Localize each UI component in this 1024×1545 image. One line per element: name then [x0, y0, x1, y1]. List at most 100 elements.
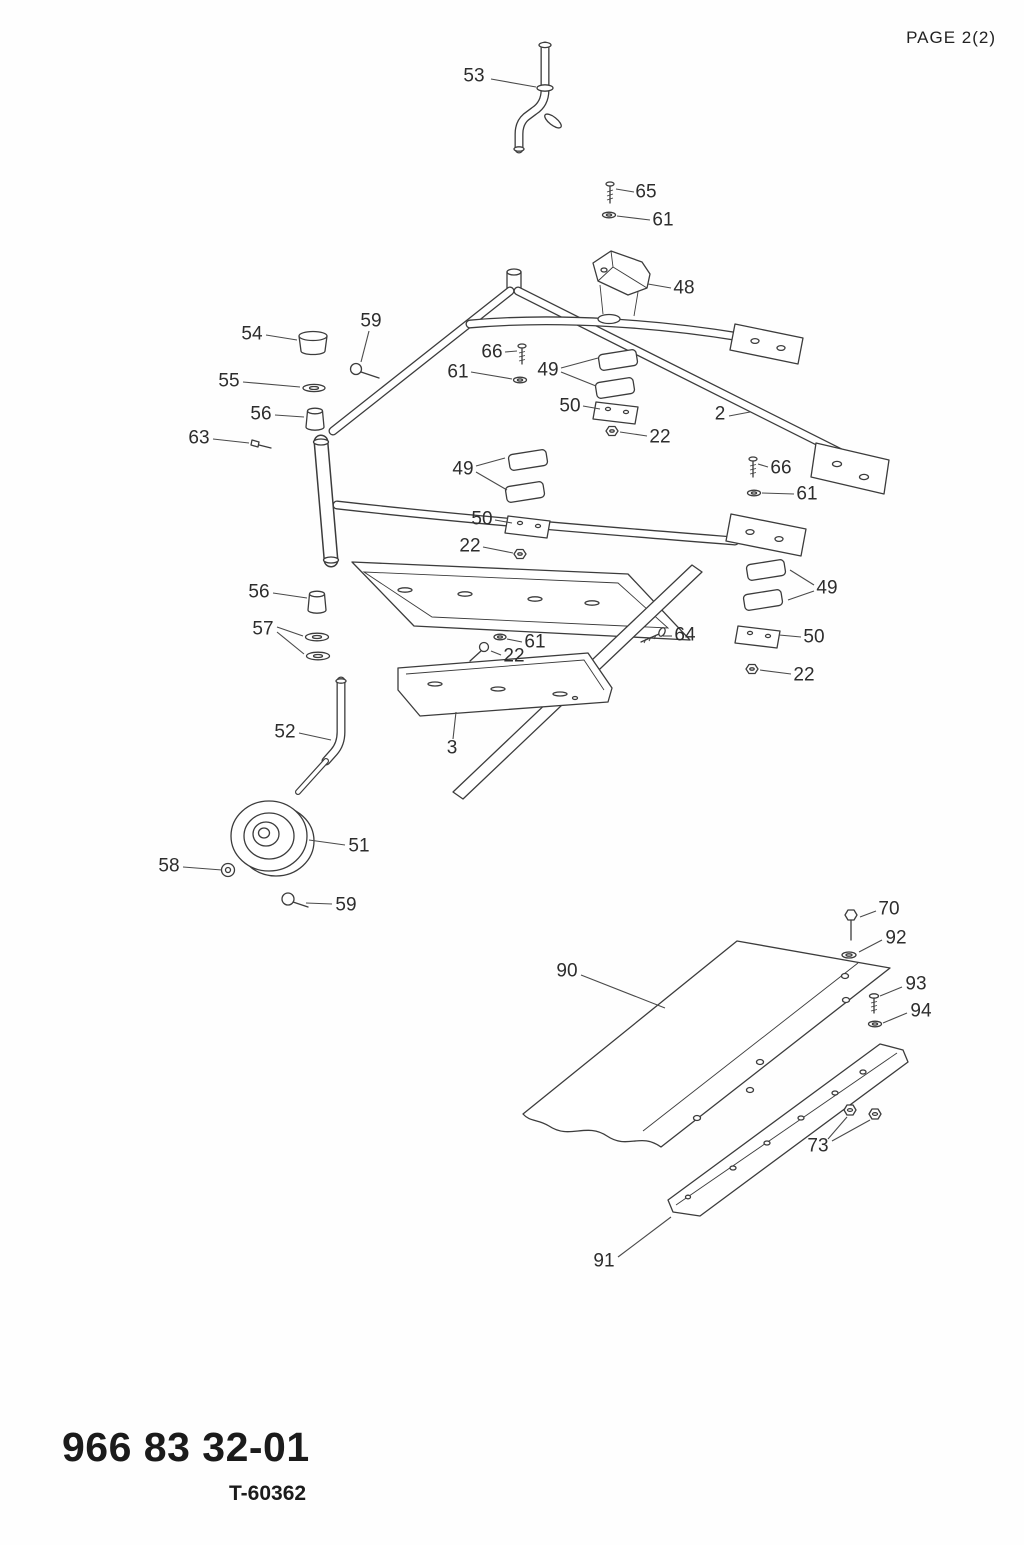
leader-line-92	[858, 939, 883, 953]
callout-label-48: 48	[673, 278, 694, 299]
washer-part-61-left	[512, 376, 528, 384]
leader-line-94	[882, 1012, 908, 1024]
bushing-part-56-upper	[305, 407, 325, 431]
callout-label-3: 3	[447, 738, 458, 759]
callout-label-66: 66	[481, 342, 502, 363]
callout-label-61: 61	[447, 362, 468, 383]
washer-part-58	[220, 862, 236, 878]
part-number-label: 966 83 32-01	[62, 1424, 310, 1470]
leader-line-51	[308, 839, 346, 846]
leader-line-55	[242, 381, 301, 388]
leader-line-49	[787, 590, 815, 601]
callout-label-53: 53	[463, 66, 484, 87]
washer-part-61-top	[601, 211, 617, 219]
callout-label-92: 92	[885, 928, 906, 949]
leader-line-54	[265, 334, 298, 341]
skid-plate-part-3	[397, 652, 613, 717]
leader-line-49	[560, 371, 597, 387]
bracket-part-48	[592, 250, 651, 317]
nut-part-22-top	[605, 425, 619, 437]
callout-label-54: 54	[241, 324, 263, 345]
leader-line-3	[452, 711, 457, 740]
leader-line-22	[490, 650, 502, 656]
callout-label-55: 55	[218, 371, 239, 392]
leader-line-56	[274, 414, 305, 418]
leader-line-61	[761, 492, 795, 495]
callout-label-73: 73	[807, 1136, 828, 1157]
callout-label-59: 59	[335, 895, 356, 916]
leader-line-50	[778, 634, 802, 638]
drawing-number-label: T-60362	[229, 1482, 307, 1505]
callout-label-65: 65	[635, 182, 656, 203]
callout-label-50: 50	[559, 396, 580, 417]
bolt-part-70	[844, 909, 858, 941]
leader-line-48	[647, 283, 672, 289]
callout-label-94: 94	[910, 1001, 932, 1022]
leader-line-59	[360, 330, 370, 363]
callout-label-52: 52	[274, 722, 295, 743]
leader-line-73	[827, 1116, 848, 1140]
leader-line-49	[475, 457, 506, 467]
leader-line-66	[757, 463, 769, 468]
frame-part-2	[312, 268, 890, 800]
cotter-pin-part-59-bottom	[281, 892, 309, 908]
leader-line-22	[482, 546, 514, 554]
wheel-part-51	[230, 800, 315, 877]
screw-part-93	[868, 993, 880, 1014]
callout-label-22: 22	[793, 665, 814, 686]
screw-part-64	[640, 627, 666, 644]
clamp-set-49-middle	[504, 449, 549, 503]
screw-part-66-left	[517, 343, 527, 365]
callout-label-57: 57	[252, 619, 273, 640]
clamp-set-49-top	[594, 349, 639, 399]
clamp-set-49-right	[742, 559, 787, 611]
leader-line-56	[272, 592, 308, 599]
callout-label-49: 49	[452, 459, 473, 480]
callout-label-50: 50	[803, 627, 824, 648]
deflector-plate-part-90	[522, 940, 891, 1148]
callout-label-91: 91	[593, 1251, 614, 1272]
washer-part-94	[867, 1020, 883, 1028]
pin-part-22-lower	[469, 641, 490, 662]
callout-label-22: 22	[649, 427, 670, 448]
leader-line-2	[728, 411, 751, 417]
leader-line-59	[305, 902, 333, 905]
washers-part-57	[304, 632, 331, 661]
nut-part-22-right	[745, 663, 759, 675]
leader-line-49	[475, 471, 508, 491]
washer-part-55	[302, 383, 326, 393]
plate-part-50-top	[592, 401, 639, 425]
callout-label-61: 61	[524, 632, 545, 653]
callout-label-2: 2	[715, 404, 726, 425]
plate-part-50-right	[734, 625, 781, 649]
callout-label-51: 51	[348, 836, 369, 857]
screw-part-65	[605, 181, 615, 204]
callout-label-90: 90	[556, 961, 577, 982]
leader-line-90	[580, 974, 666, 1009]
leader-line-91	[617, 1216, 672, 1258]
washer-part-92	[841, 951, 857, 959]
bushing-part-56-lower	[307, 590, 327, 614]
callout-label-59: 59	[360, 311, 381, 332]
leader-line-50	[582, 405, 601, 410]
callout-label-66: 66	[770, 458, 791, 479]
leader-line-61	[470, 371, 513, 380]
callout-label-49: 49	[537, 360, 558, 381]
callout-label-70: 70	[878, 899, 899, 920]
leader-line-73	[831, 1119, 871, 1142]
callout-label-61: 61	[796, 484, 817, 505]
nuts-part-73	[843, 1104, 882, 1120]
caster-arm-part-52	[295, 676, 347, 795]
leader-line-49	[789, 569, 815, 586]
leader-line-63	[212, 438, 250, 444]
leader-line-22	[619, 431, 648, 437]
callout-label-56: 56	[250, 404, 271, 425]
washer-part-61-lower	[493, 633, 507, 641]
callout-label-61: 61	[652, 210, 673, 231]
leader-line-49	[560, 357, 599, 369]
leader-line-61	[506, 638, 523, 643]
callout-label-22: 22	[503, 646, 524, 667]
